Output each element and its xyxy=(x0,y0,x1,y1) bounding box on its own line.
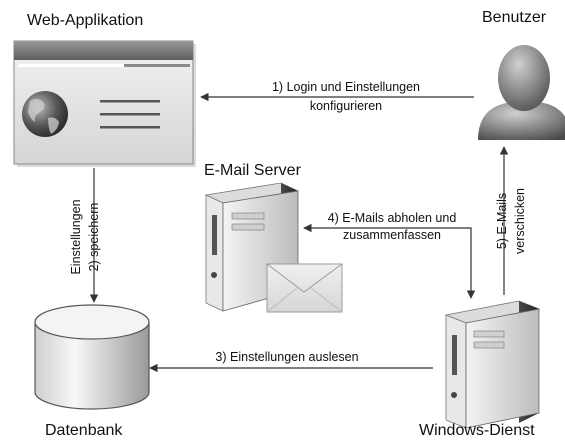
edge-4-arrow xyxy=(303,223,476,299)
envelope-icon xyxy=(266,263,343,313)
edge-2-line-2: 2) speichern xyxy=(87,202,101,272)
web-app-title: Web-Applikation xyxy=(27,12,144,29)
database-cylinder-icon xyxy=(34,304,150,410)
windows-service-icon xyxy=(444,300,541,429)
user-title: Benutzer xyxy=(482,9,547,26)
windows-service-title: Windows-Dienst xyxy=(419,422,535,439)
edge-4-line-1: 4) E-Mails abholen und xyxy=(327,211,457,225)
edge-5-label: 5) E-Mails verschicken xyxy=(495,173,529,269)
edge-1-line-2: konfigurieren xyxy=(309,99,383,113)
database-title: Datenbank xyxy=(45,422,123,439)
edge-3-label: 3) Einstellungen auslesen xyxy=(215,350,359,364)
edge-1-label: 1) Login und Einstellungen konfigurieren xyxy=(240,80,452,114)
edge-4-line-2: zusammenfassen xyxy=(343,228,441,242)
edge-1-line-1: 1) Login und Einstellungen xyxy=(271,80,421,94)
browser-window-icon xyxy=(13,40,196,167)
edge-2-label: Einstellungen 2) speichern xyxy=(69,177,103,297)
edge-5-line-1: 5) E-Mails xyxy=(495,192,509,250)
user-silhouette-icon xyxy=(478,45,565,140)
edge-4-label: 4) E-Mails abholen und zusammenfassen xyxy=(308,211,476,243)
mail-server-title: E-Mail Server xyxy=(204,162,301,179)
edge-2-line-1: Einstellungen xyxy=(69,199,83,275)
edge-5-line-2: verschicken xyxy=(513,188,527,254)
